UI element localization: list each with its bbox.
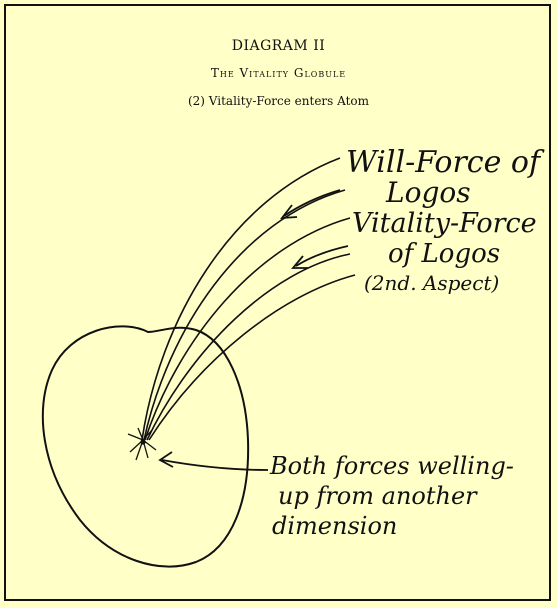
globule-outline	[41, 325, 250, 568]
diagram-caption: (2) Vitality-Force enters Atom	[187, 94, 370, 108]
will-force-stream-inner	[143, 189, 346, 441]
center-star-icon	[127, 427, 157, 461]
vitality-force-label-line3: (2nd. Aspect)	[364, 271, 499, 295]
both-forces-label-line2: up from another	[278, 482, 478, 510]
vitality-force-stream-inner	[146, 253, 351, 441]
vitality-force-stream-outer	[144, 217, 351, 441]
vitality-force-label-line2: of Logos	[388, 239, 500, 269]
vitality-force-label-line1: Vitality-Force	[352, 208, 537, 239]
vitality-force-stream-low	[148, 274, 356, 441]
diagram-title: DIAGRAM II	[231, 38, 326, 54]
page-border	[4, 4, 551, 601]
will-force-label-line2: Logos	[385, 176, 471, 209]
will-force-arrow	[283, 189, 341, 217]
welling-arrowhead	[158, 451, 174, 468]
force-streams	[141, 157, 356, 441]
will-force-stream-outer	[141, 157, 341, 441]
vitality-force-arrow	[295, 245, 349, 267]
will-force-arrowhead	[280, 204, 298, 220]
both-forces-label-line1: Both forces welling-	[269, 452, 514, 480]
vitality-force-arrowhead	[291, 255, 308, 269]
will-force-label-line1: Will-Force of	[346, 145, 545, 180]
welling-arrow	[161, 459, 269, 471]
diagram-subtitle: The Vitality Globule	[210, 66, 347, 80]
arrows	[158, 189, 349, 471]
both-forces-label-line3: dimension	[272, 512, 397, 540]
